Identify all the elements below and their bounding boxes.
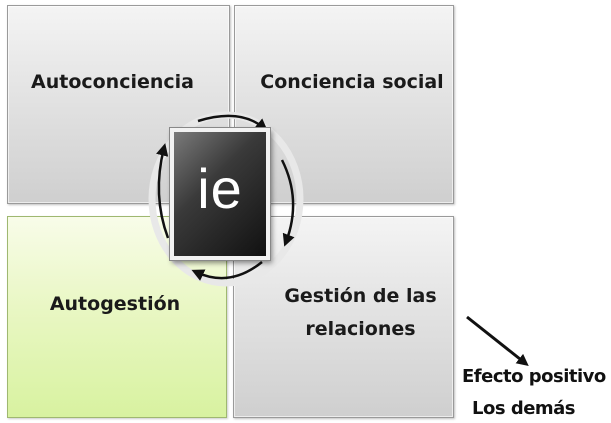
quadrant-label: Autoconciencia <box>31 70 194 93</box>
quadrant-label-line1: Gestión de las <box>284 284 437 307</box>
quadrant-autogestion: Autogestión <box>7 216 227 418</box>
diagonal-arrow-icon <box>466 315 529 366</box>
quadrant-label: Conciencia social <box>260 70 444 93</box>
ie-logo-text: ie <box>197 156 243 220</box>
quadrant-autoconciencia: Autoconciencia <box>7 5 230 204</box>
quadrant-label-line2: relaciones <box>305 318 416 340</box>
quadrant-label: Gestión de las relaciones <box>276 280 446 347</box>
others-label: Los demás <box>472 398 576 419</box>
quadrant-label: Autogestión <box>49 293 181 316</box>
effect-label: Efecto positivo <box>462 366 606 387</box>
ie-logo: ie <box>170 128 270 260</box>
